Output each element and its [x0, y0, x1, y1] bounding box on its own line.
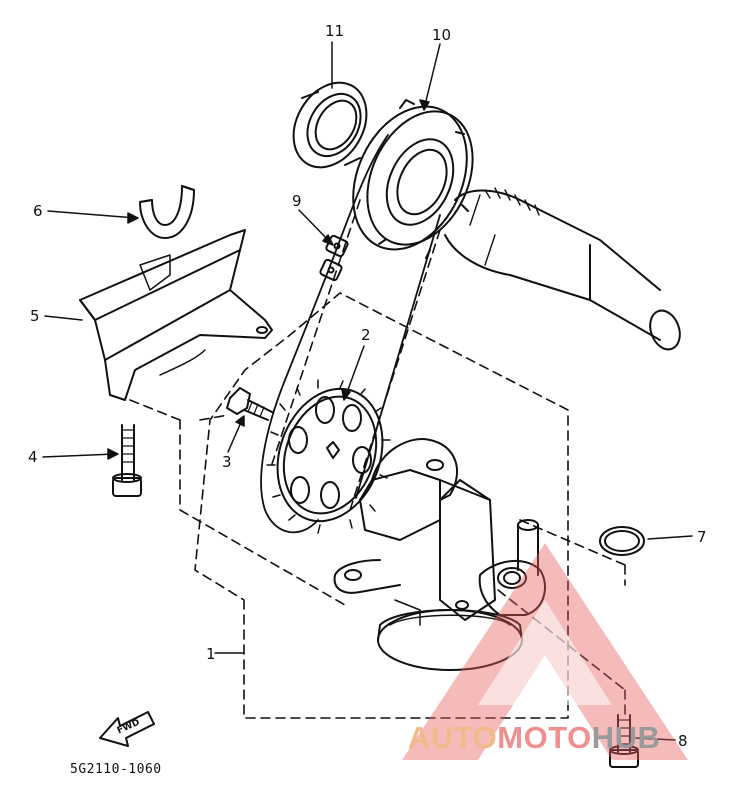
callout-5: 5 — [30, 307, 40, 325]
watermark-part-hub: HUB — [591, 720, 661, 755]
watermark-part-moto: MOTO — [497, 720, 592, 755]
watermark-text: AUTOMOTOHUB — [408, 722, 660, 753]
drive-chain — [260, 134, 441, 534]
diagram-code: 5G2110-1060 — [70, 762, 162, 777]
callout-6: 6 — [33, 202, 43, 220]
watermark-triangle — [402, 543, 688, 760]
callout-3: 3 — [222, 453, 232, 471]
callout-7: 7 — [697, 528, 707, 546]
leader-lines — [42, 41, 693, 741]
main-shaft — [444, 187, 681, 351]
callout-1: 1 — [206, 645, 216, 663]
chain-joint — [319, 234, 349, 282]
callout-11: 11 — [325, 22, 345, 40]
pump-sprocket — [266, 379, 391, 534]
bolt-right — [609, 714, 639, 768]
fwd-arrow-icon — [99, 711, 155, 747]
callout-9: 9 — [292, 192, 302, 210]
watermark-part-auto: AUTO — [408, 720, 498, 755]
bolt-small — [226, 387, 273, 421]
clip — [139, 185, 195, 239]
bolt-left — [112, 424, 142, 497]
callout-8: 8 — [678, 732, 688, 750]
oil-seal — [292, 81, 368, 169]
chain-guide-plate — [79, 229, 273, 401]
drive-sprocket-gear — [352, 99, 474, 259]
oil-pump-body — [333, 438, 546, 671]
callout-10: 10 — [432, 26, 452, 44]
o-ring — [599, 526, 645, 556]
callout-2: 2 — [361, 326, 371, 344]
callout-4: 4 — [28, 448, 38, 466]
